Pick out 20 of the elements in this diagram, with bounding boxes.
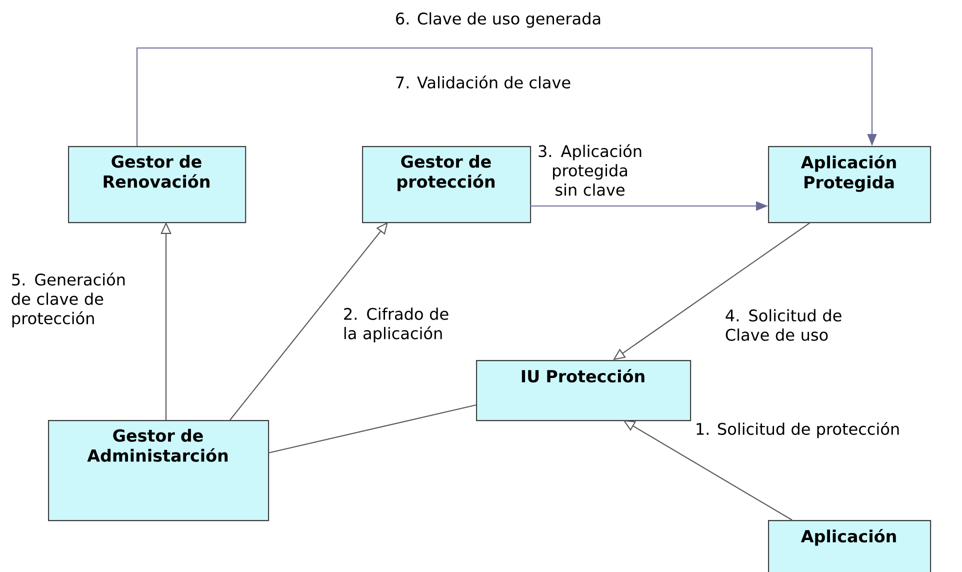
object-box [476, 360, 692, 422]
edge-label: 5. Generación de clave de protección [12, 272, 125, 328]
node-label: Aplicación Protegida [800, 154, 896, 192]
node-label: IU Protección [522, 368, 644, 382]
object-box [768, 520, 932, 572]
object-box [362, 146, 532, 224]
node-label: Gestor de Renovación [104, 154, 210, 188]
edge-label: 2. Cifrado de la aplicación [344, 308, 448, 342]
node-label: Gestor de protección [398, 154, 495, 192]
edge-label: 3. Aplicación protegida sin clave [538, 144, 642, 196]
object-box [68, 146, 246, 224]
message-label: 7. Validación de clave [396, 76, 570, 89]
edge-label: 4. Solicitud de Clave de uso [726, 309, 842, 341]
edge-label: 6. Clave de uso generada [396, 12, 600, 28]
arrow [136, 47, 877, 146]
node-label: Aplicación [800, 528, 896, 546]
object-box [768, 146, 932, 224]
node-label: Gestor de Administarción [87, 428, 228, 462]
edge-label: 1. Solicitud de protección [696, 422, 899, 438]
object-box [48, 420, 270, 522]
